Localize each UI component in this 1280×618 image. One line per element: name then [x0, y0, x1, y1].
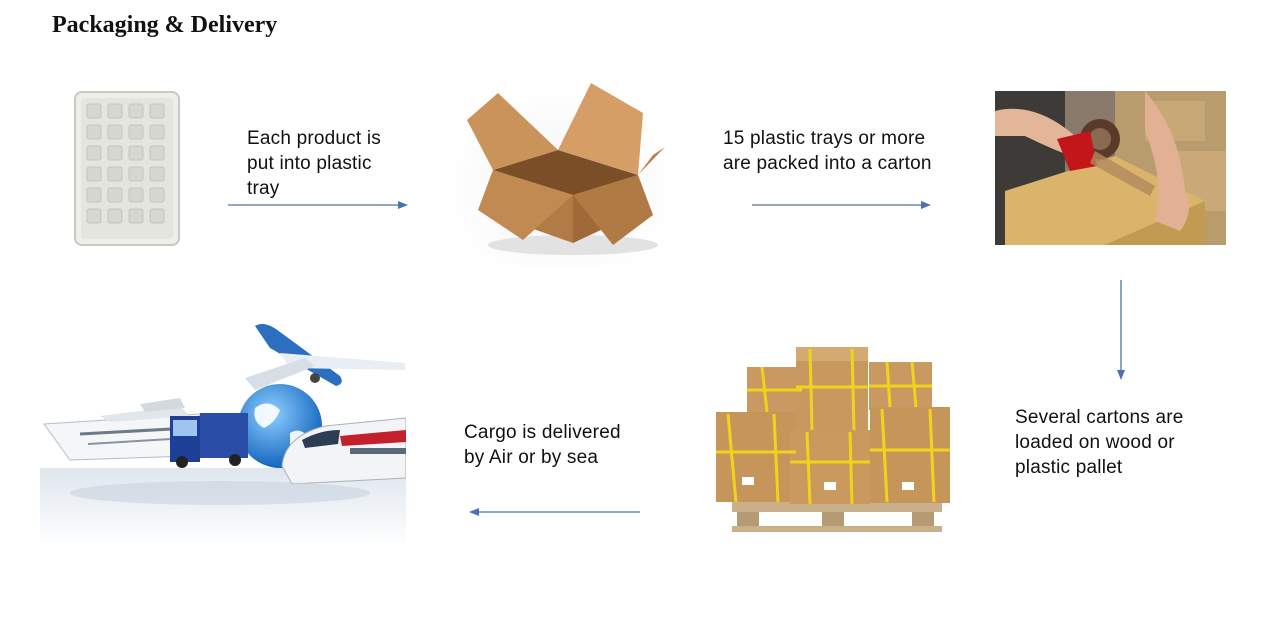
step-4-line-1: Cargo is delivered [464, 422, 621, 443]
step-2-line-1: 15 plastic trays or more [723, 128, 926, 149]
page-title: Packaging & Delivery [52, 12, 278, 38]
step-3-line-2: loaded on wood or [1015, 432, 1175, 453]
airplane-icon [245, 324, 405, 390]
step-3-line-3: plastic pallet [1015, 457, 1123, 478]
plastic-tray-photo [74, 91, 180, 246]
step-3-text: Several cartons are loaded on wood or pl… [1015, 405, 1184, 480]
step-1-line-2: put into plastic [247, 153, 372, 174]
pallet-cartons-photo [716, 347, 950, 532]
step-4-text: Cargo is delivered by Air or by sea [464, 420, 621, 470]
step-4-line-2: by Air or by sea [464, 447, 599, 468]
carton-taping-photo [995, 91, 1226, 245]
arrow-left [469, 508, 640, 516]
arrow-right-1 [228, 201, 408, 209]
step-1-line-1: Each product is [247, 128, 381, 149]
arrow-down [1117, 280, 1125, 380]
transport-collage-photo [40, 324, 406, 548]
step-2-text: 15 plastic trays or more are packed into… [723, 126, 932, 176]
step-3-line-1: Several cartons are [1015, 407, 1184, 428]
step-2-line-2: are packed into a carton [723, 153, 932, 174]
step-1-text: Each product is put into plastic tray [247, 126, 381, 201]
step-1-line-3: tray [247, 178, 280, 199]
arrow-right-2 [752, 201, 931, 209]
open-carton-photo [453, 75, 668, 265]
